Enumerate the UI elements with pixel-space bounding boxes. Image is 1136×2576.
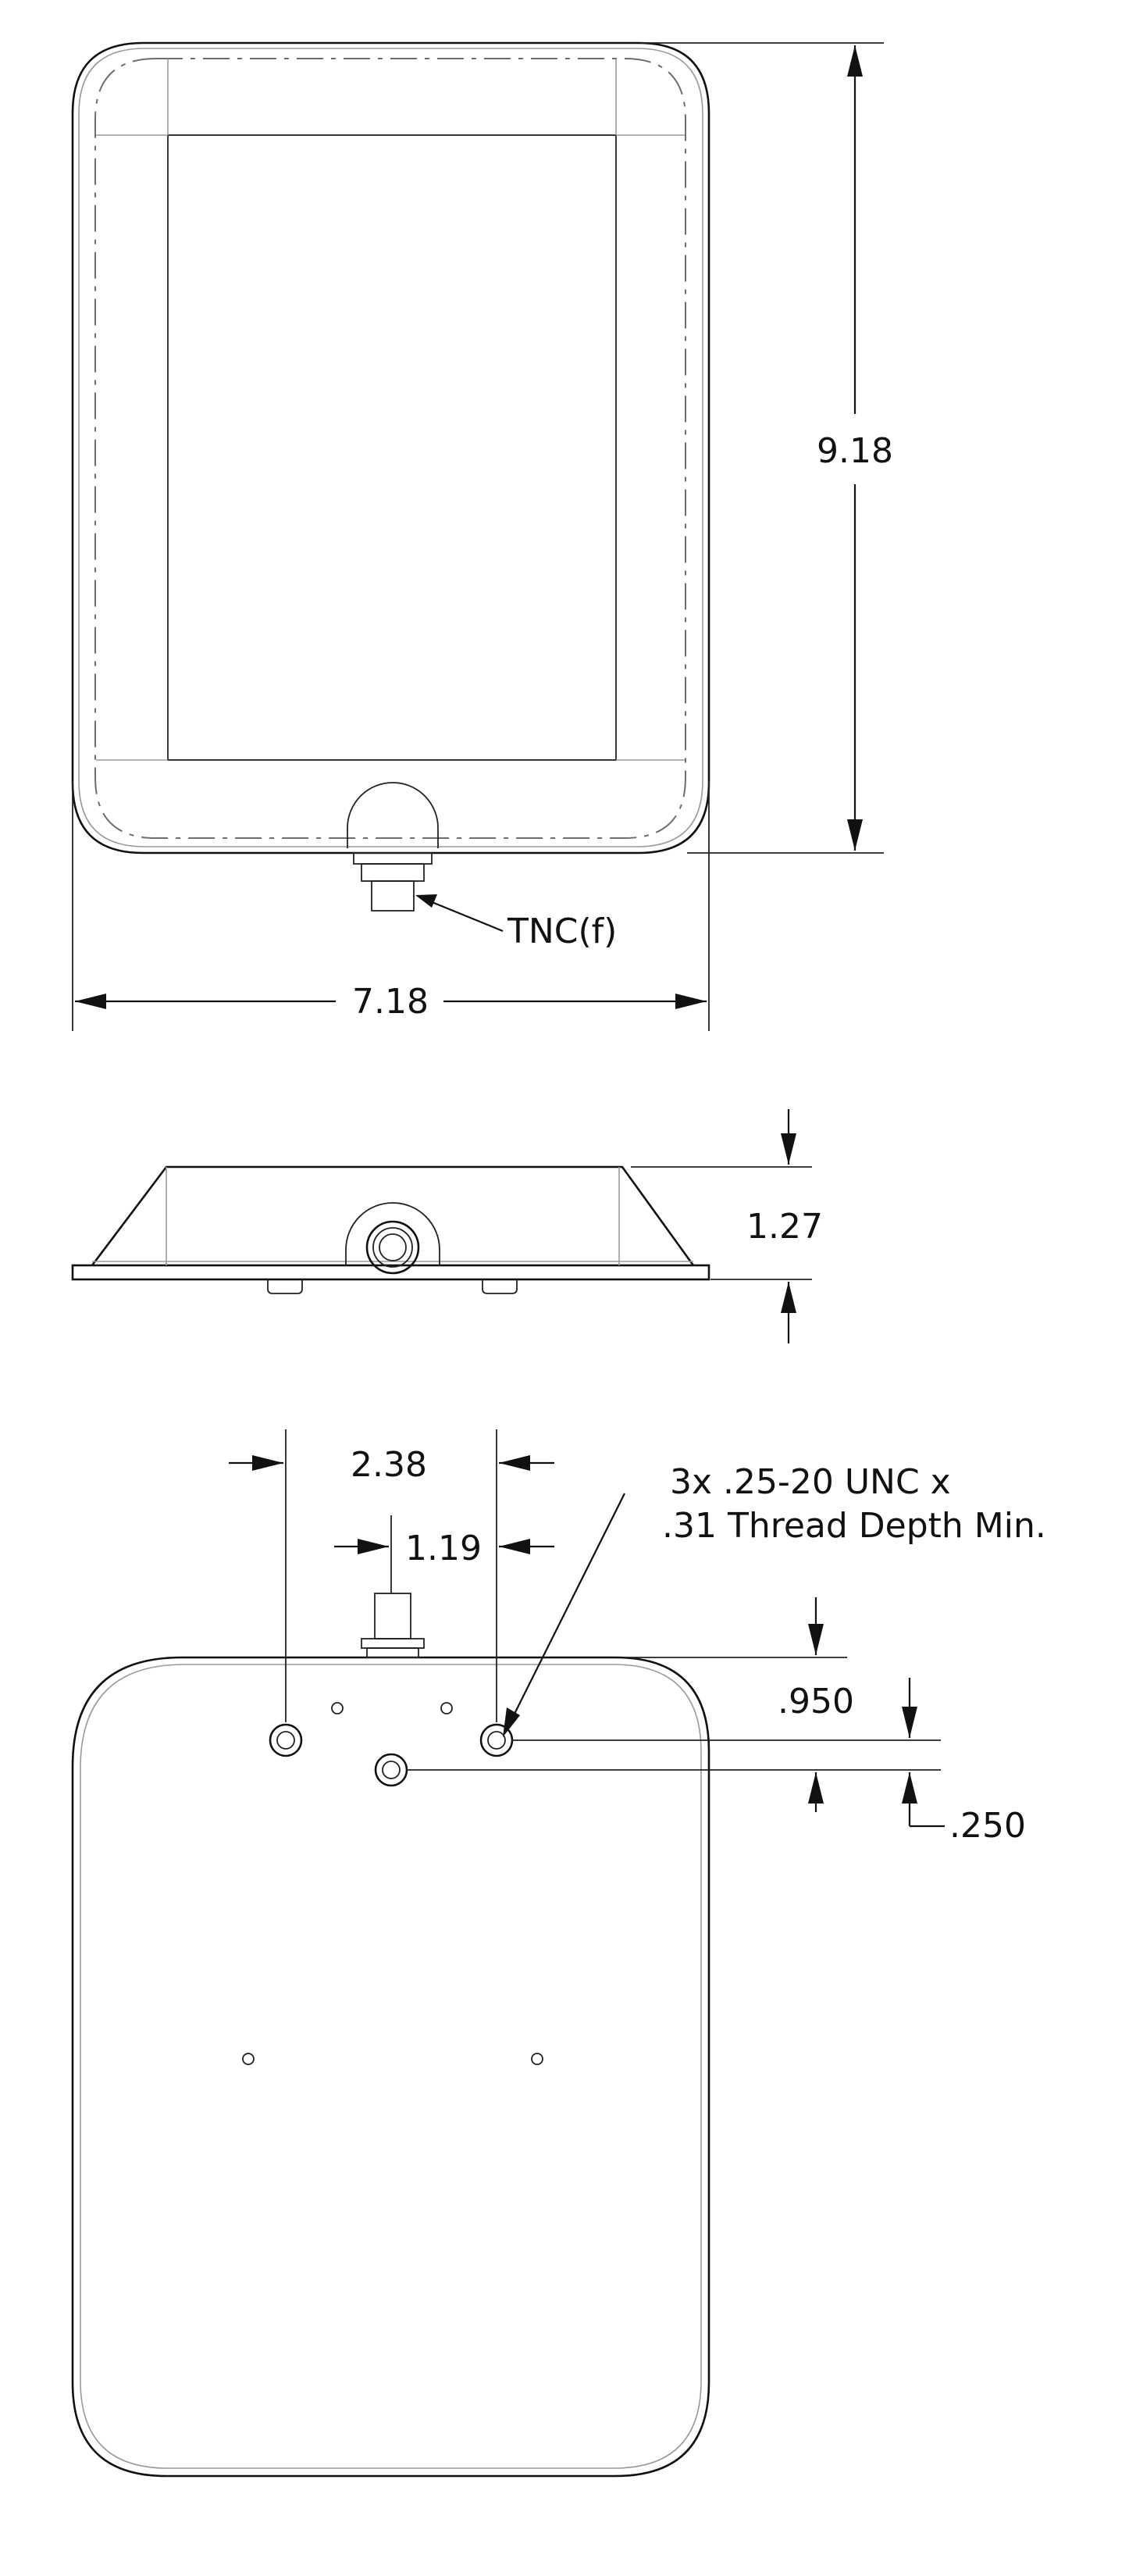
hole-spacing-dimension: 2.38 [351,1445,427,1485]
top-view: TNC(f) 9.18 7.18 [71,41,893,1031]
side-connector-nut [365,1220,420,1275]
side-view: 1.27 [71,1109,823,1343]
top-view-outline [71,41,710,855]
bottom-view-outline [71,1656,710,2478]
foot [482,1279,518,1294]
small-hole [331,1702,344,1714]
thread-note-line-1: 3x .25-20 UNC x [670,1462,951,1502]
offset-dimension-950: .950 [778,1682,854,1721]
radome-window [167,134,617,761]
thickness-dimension: 1.27 [746,1207,823,1247]
connector-boss [347,782,439,848]
threaded-hole [374,1753,408,1787]
width-dimension: 7.18 [352,982,429,1022]
tnc-connector [353,852,433,912]
bottom-view-outline-inner [80,1664,702,2469]
threaded-hole [269,1723,303,1757]
offset-dimension-250: .250 [949,1806,1026,1846]
small-hole [440,1702,453,1714]
bottom-view: 2.38 1.19 3x .25-20 UNC x .31 Thread Dep… [71,1429,1046,2478]
connector-label: TNC(f) [507,912,617,951]
side-connector-boss [345,1202,440,1265]
small-hole [531,2053,543,2065]
small-hole [242,2053,255,2065]
bottom-tnc-connector [361,1593,425,1658]
side-view-body [91,1165,695,1266]
side-view-base [71,1264,710,1281]
top-view-hidden-edge [94,58,686,839]
half-spacing-dimension: 1.19 [405,1529,482,1568]
height-dimension: 9.18 [817,431,893,471]
thread-note-line-2: .31 Thread Depth Min. [662,1506,1046,1546]
top-view-outline-inner [78,48,703,847]
foot [267,1279,303,1294]
